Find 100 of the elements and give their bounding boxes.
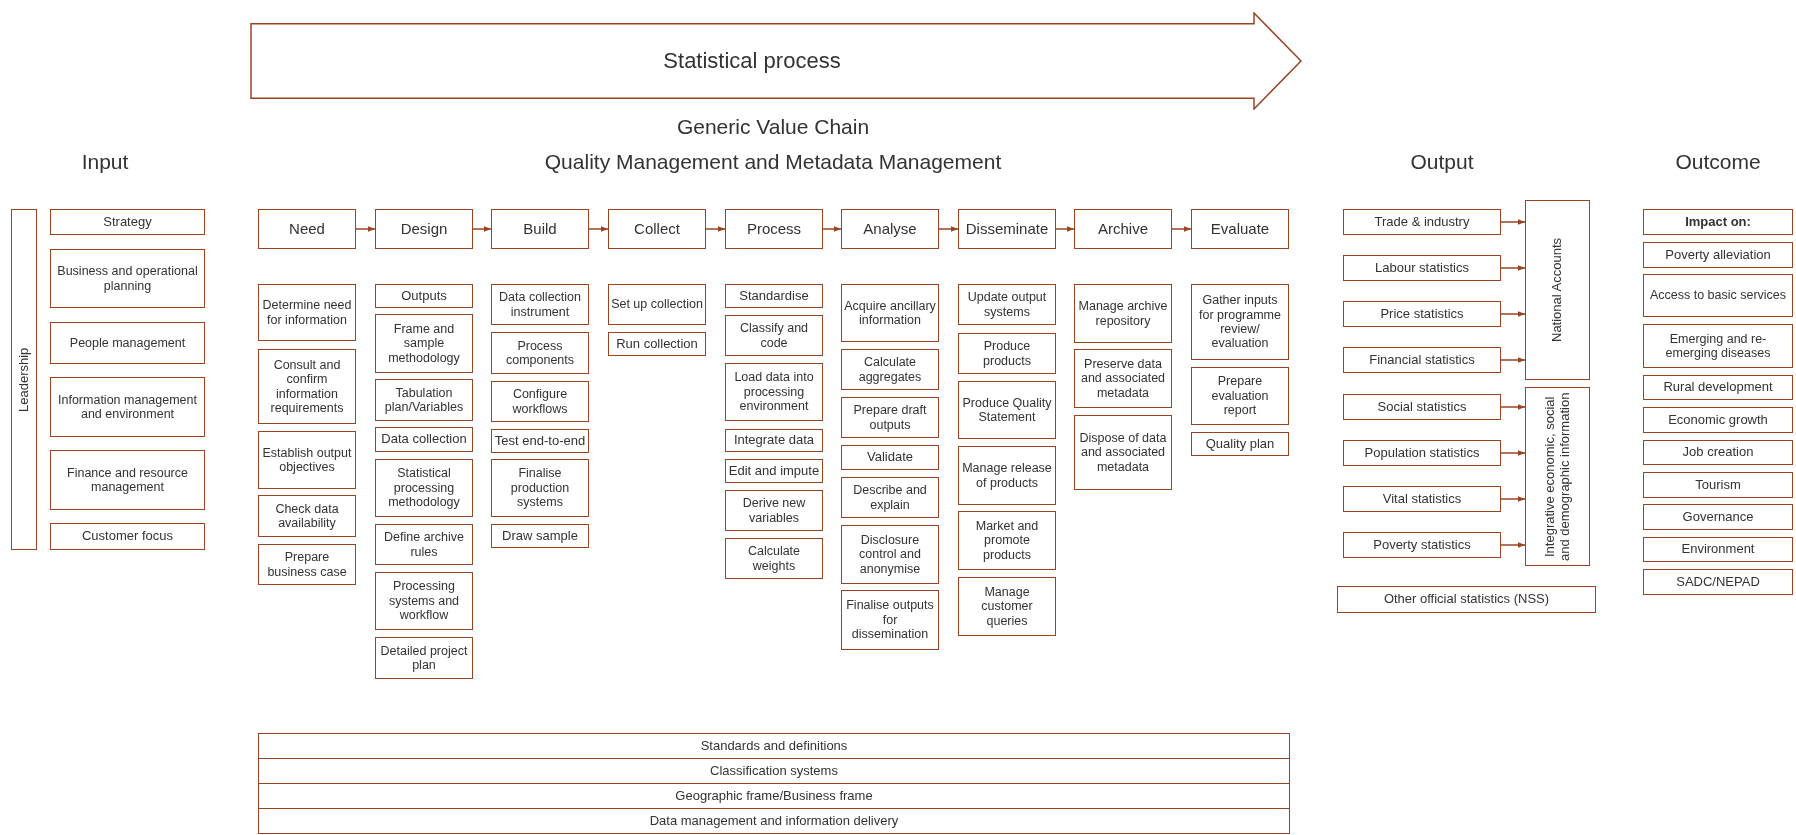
step-box: Update output systems	[958, 284, 1056, 325]
arrow	[1500, 496, 1526, 502]
arrow	[1500, 542, 1526, 548]
step-box: Vital statistics	[1343, 486, 1501, 512]
step-box: Derive new variables	[725, 490, 823, 531]
arrow	[1500, 450, 1526, 456]
step-box: Finalise production systems	[491, 459, 589, 517]
step-box: Customer focus	[50, 523, 205, 550]
band-box: Classification systems	[258, 758, 1290, 784]
arrow	[588, 226, 609, 232]
arrow	[1055, 226, 1075, 232]
step-box: Configure workflows	[491, 381, 589, 422]
step-box: Prepare evaluation report	[1191, 367, 1289, 425]
step-box: Standardise	[725, 284, 823, 308]
vertical-box: Integrative economic, social and demographic information	[1525, 387, 1590, 566]
step-box: Price statistics	[1343, 301, 1501, 327]
arrow-label: Statistical process	[663, 48, 841, 74]
step-box: Test end-to-end	[491, 429, 589, 453]
step-box: Data collection	[375, 427, 473, 452]
step-box: Social statistics	[1343, 394, 1501, 420]
arrow	[938, 226, 959, 232]
phase-box: Disseminate	[958, 209, 1056, 249]
step-box: Finance and resource management	[50, 450, 205, 510]
step-box: Environment	[1643, 537, 1793, 562]
arrow	[1500, 357, 1526, 363]
step-box: Manage archive repository	[1074, 284, 1172, 343]
step-box: Preserve data and associated metadata	[1074, 349, 1172, 408]
step-box: Poverty alleviation	[1643, 242, 1793, 268]
step-box: Manage release of products	[958, 446, 1056, 505]
step-box: Disclosure control and anonymise	[841, 525, 939, 584]
arrow	[705, 226, 726, 232]
step-box: Outputs	[375, 284, 473, 308]
step-box: Economic growth	[1643, 407, 1793, 433]
step-box: Population statistics	[1343, 440, 1501, 466]
step-box: Data collection instrument	[491, 284, 589, 325]
step-box: Define archive rules	[375, 524, 473, 565]
step-box: Process components	[491, 332, 589, 374]
step-box: Acquire ancillary information	[841, 284, 939, 342]
step-box: Produce products	[958, 333, 1056, 374]
step-box: Run collection	[608, 332, 706, 356]
step-box: Governance	[1643, 504, 1793, 530]
step-box: Determine need for information	[258, 284, 356, 341]
section-heading: Input	[81, 150, 129, 174]
step-box: Prepare draft outputs	[841, 397, 939, 438]
vertical-box: National Accounts	[1525, 200, 1590, 380]
step-box: Rural development	[1643, 375, 1793, 400]
phase-box: Need	[258, 209, 356, 249]
step-box: Quality plan	[1191, 432, 1289, 456]
arrow	[355, 226, 376, 232]
step-box: Classify and code	[725, 315, 823, 356]
vertical-box: Leadership	[11, 209, 37, 550]
band-box: Data management and information delivery	[258, 808, 1290, 834]
step-box: Emerging and re- emerging diseases	[1643, 324, 1793, 368]
step-box: Produce Quality Statement	[958, 381, 1056, 439]
heading-box: Impact on:	[1643, 209, 1793, 235]
phase-box: Collect	[608, 209, 706, 249]
step-box: Check data availability	[258, 495, 356, 537]
step-box: Consult and confirm information requirements	[258, 349, 356, 424]
step-box: Other official statistics (NSS)	[1337, 586, 1596, 613]
phase-box: Design	[375, 209, 473, 249]
step-box: Detailed project plan	[375, 637, 473, 679]
step-box: Draw sample	[491, 524, 589, 548]
arrow	[1171, 226, 1192, 232]
band-box: Geographic frame/Business frame	[258, 783, 1290, 809]
step-box: Calculate weights	[725, 538, 823, 579]
step-box: Establish output objectives	[258, 431, 356, 489]
step-box: Financial statistics	[1343, 347, 1501, 373]
step-box: Market and promote products	[958, 511, 1056, 570]
section-heading: Outcome	[1675, 150, 1761, 174]
arrow	[1500, 265, 1526, 271]
phase-box: Build	[491, 209, 589, 249]
step-box: Access to basic services	[1643, 274, 1793, 317]
step-box: Statistical processing methodology	[375, 459, 473, 517]
arrow	[1500, 219, 1526, 225]
arrow	[472, 226, 492, 232]
section-heading: Output	[1410, 150, 1474, 174]
step-box: Prepare business case	[258, 544, 356, 585]
step-box: Calculate aggregates	[841, 349, 939, 390]
section-heading: Quality Management and Metadata Management	[544, 150, 1002, 174]
step-box: Load data into processing environment	[725, 363, 823, 421]
step-box: Manage customer queries	[958, 577, 1056, 636]
step-box: Trade & industry	[1343, 209, 1501, 235]
step-box: Processing systems and workflow	[375, 572, 473, 630]
arrow	[1500, 311, 1526, 317]
step-box: Describe and explain	[841, 477, 939, 518]
step-box: Dispose of data and associated metadata	[1074, 415, 1172, 490]
step-box: Poverty statistics	[1343, 532, 1501, 558]
band-box: Standards and definitions	[258, 733, 1290, 759]
step-box: Labour statistics	[1343, 255, 1501, 281]
step-box: Tabulation plan/Variables	[375, 379, 473, 421]
step-box: Finalise outputs for dissemination	[841, 590, 939, 650]
step-box: Set up collection	[608, 284, 706, 325]
step-box: Business and operational planning	[50, 249, 205, 308]
phase-box: Evaluate	[1191, 209, 1289, 249]
arrow	[822, 226, 842, 232]
step-box: Tourism	[1643, 472, 1793, 498]
step-box: Frame and sample methodology	[375, 314, 473, 373]
step-box: Validate	[841, 445, 939, 470]
phase-box: Archive	[1074, 209, 1172, 249]
step-box: Gather inputs for programme review/ evaluation	[1191, 284, 1289, 360]
